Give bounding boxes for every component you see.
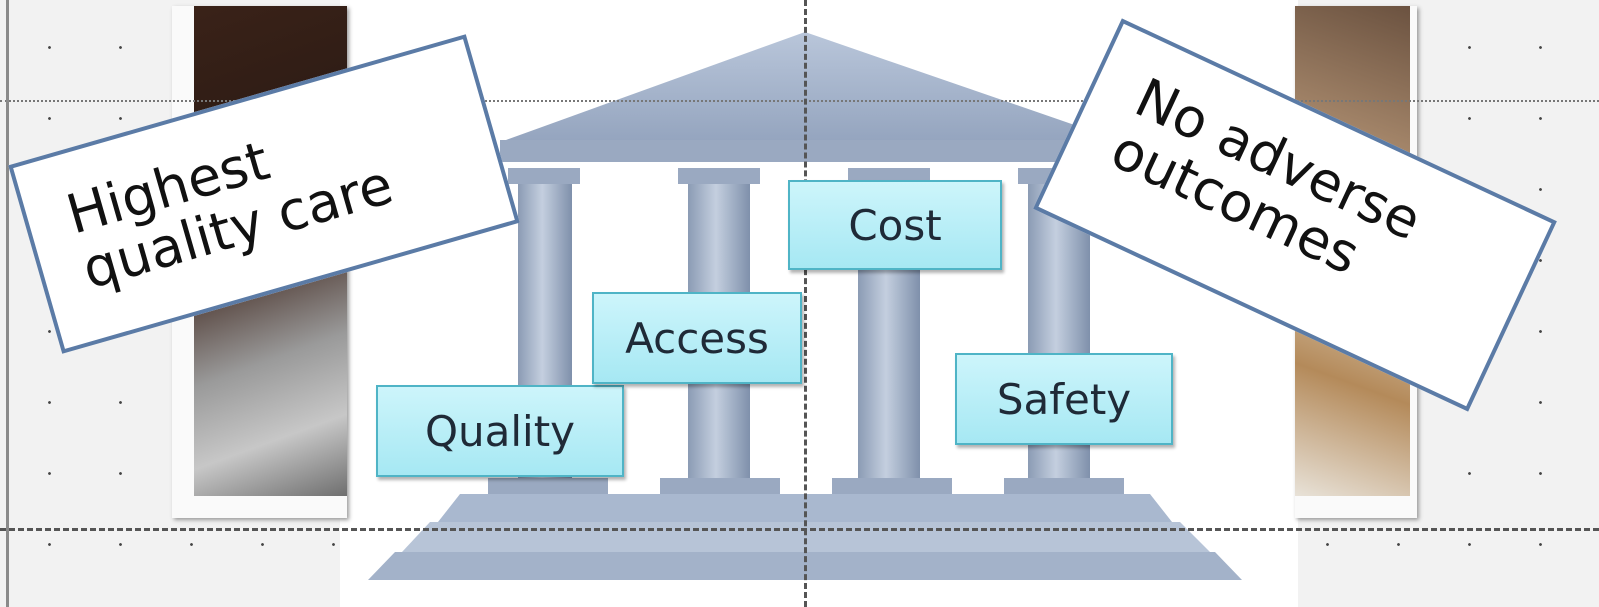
pillar-label-cost-text: Cost <box>848 200 942 250</box>
pillar-label-safety-text: Safety <box>996 374 1132 424</box>
pillar-label-quality-text: Quality <box>424 406 576 456</box>
temple-roof <box>506 32 1118 140</box>
pillar-label-safety[interactable]: Safety <box>955 353 1173 445</box>
guide-line-top <box>0 100 1599 102</box>
guide-line-vertical <box>804 0 807 607</box>
pillar-label-cost[interactable]: Cost <box>788 180 1002 270</box>
guide-line-horizontal <box>0 528 1599 531</box>
pillar-label-quality[interactable]: Quality <box>376 385 624 477</box>
slide-left-edge <box>6 0 9 607</box>
temple-architrave <box>500 140 1120 162</box>
pillar-label-access-text: Access <box>625 313 769 363</box>
pillar-label-access[interactable]: Access <box>592 292 802 384</box>
